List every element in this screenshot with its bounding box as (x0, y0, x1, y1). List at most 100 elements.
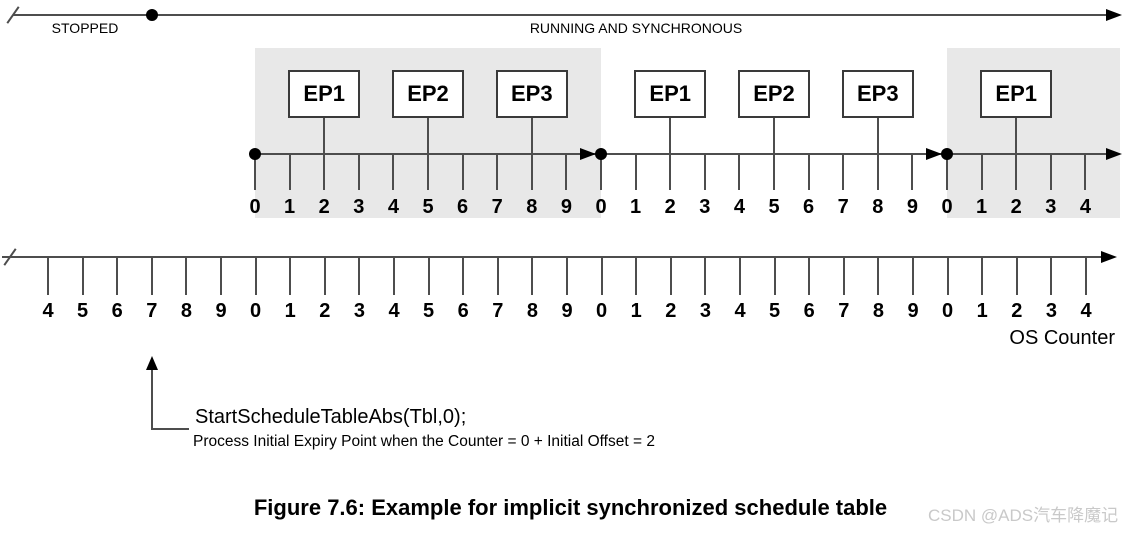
watermark: CSDN @ADS汽车降魔记 (928, 506, 1119, 525)
os-counter-tick-label: 1 (284, 300, 296, 322)
ep-stem (323, 118, 326, 153)
schedule-tick (911, 154, 914, 190)
os-counter-tick-label: 1 (976, 300, 988, 322)
os-counter-tick (393, 257, 395, 295)
annotation-detail: Process Initial Expiry Point when the Co… (193, 433, 655, 450)
running-synchronous-label: RUNNING AND SYNCHRONOUS (529, 20, 743, 36)
os-counter-tick (877, 257, 880, 295)
schedule-tick (703, 154, 706, 190)
status-timeline (13, 14, 1106, 16)
schedule-tick-label: 6 (803, 196, 815, 218)
schedule-tick (530, 154, 533, 190)
os-counter-tick-label: 1 (630, 300, 642, 322)
schedule-tick-label: 1 (284, 196, 296, 218)
schedule-tick (288, 154, 291, 190)
annotation-api-call: StartScheduleTableAbs(Tbl,0); (195, 406, 467, 428)
stopped-label: STOPPED (51, 20, 119, 36)
schedule-tick (323, 154, 326, 190)
schedule-tick-label: 4 (387, 196, 399, 218)
schedule-tick (427, 154, 429, 190)
os-counter-arrow-icon (1101, 251, 1117, 263)
schedule-tick-label: 6 (457, 196, 469, 218)
os-counter-tick-label: 6 (457, 300, 469, 322)
os-counter-tick-label: 4 (42, 300, 54, 322)
ep-box: EP3 (841, 70, 914, 118)
ep-stem (530, 118, 533, 153)
os-counter-tick (358, 257, 361, 295)
os-counter-tick-label: 5 (423, 300, 435, 322)
annotation-pointer-line (150, 428, 189, 430)
cycle-end-arrow-icon (926, 148, 942, 160)
os-counter-tick (531, 257, 534, 295)
ep-stem (669, 118, 672, 153)
os-counter-tick (1085, 257, 1087, 295)
ep-box: EP1 (288, 70, 361, 118)
schedule-tick-label: 5 (768, 196, 780, 218)
schedule-tick-label: 3 (699, 196, 711, 218)
annotation-pointer-line (150, 368, 153, 430)
schedule-tick-label: 1 (630, 196, 642, 218)
os-counter-tick-label: 3 (353, 300, 365, 322)
os-counter-tick-label: 2 (1011, 300, 1023, 322)
os-counter-tick-label: 4 (1080, 300, 1092, 322)
schedule-tick (392, 154, 395, 190)
os-counter-tick (185, 257, 188, 295)
schedule-tick-label: 1 (976, 196, 988, 218)
os-counter-tick-label: 7 (838, 300, 850, 322)
schedule-tick (946, 154, 948, 190)
schedule-tick (357, 154, 360, 190)
schedule-tick (634, 154, 637, 190)
schedule-tick-label: 7 (491, 196, 503, 218)
os-counter-tick (254, 257, 257, 295)
schedule-tick-label: 0 (249, 196, 261, 218)
schedule-tick (254, 154, 256, 190)
os-counter-tick (912, 257, 914, 295)
os-counter-tick-label: 9 (907, 300, 919, 322)
schedule-tick (1015, 154, 1018, 190)
schedule-tick-label: 5 (422, 196, 434, 218)
schedule-tick (807, 154, 810, 190)
schedule-tick (1084, 154, 1087, 190)
os-counter-tick-label: 5 (77, 300, 89, 322)
schedule-tick-label: 2 (1010, 196, 1022, 218)
os-counter-tick-label: 8 (872, 300, 884, 322)
os-counter-tick (739, 257, 741, 295)
os-counter-tick (323, 257, 326, 295)
os-counter-tick (1050, 257, 1053, 295)
schedule-tick-label: 7 (837, 196, 849, 218)
os-counter-tick-label: 6 (111, 300, 123, 322)
os-counter-tick (220, 257, 222, 295)
ep-stem (427, 118, 429, 153)
os-counter-tick-label: 2 (319, 300, 331, 322)
schedule-tick (1049, 154, 1052, 190)
schedule-tick (461, 154, 464, 190)
schedule-tick (669, 154, 672, 190)
schedule-tick (738, 154, 741, 190)
os-counter-tick (773, 257, 776, 295)
ep-stem (1015, 118, 1018, 153)
ep-stem (876, 118, 879, 153)
schedule-tick-label: 9 (906, 196, 918, 218)
ep-box: EP1 (634, 70, 707, 118)
os-counter-tick (81, 257, 84, 295)
os-counter-timeline (2, 256, 1101, 258)
ep-box: EP1 (980, 70, 1053, 118)
cycle-start-dot (941, 148, 953, 160)
os-counter-tick (496, 257, 499, 295)
os-counter-tick (808, 257, 811, 295)
annotation-up-arrow-icon (145, 356, 158, 370)
schedule-tick (600, 154, 602, 190)
os-counter-tick-label: 7 (146, 300, 158, 322)
os-counter-tick-label: 0 (250, 300, 262, 322)
os-counter-tick (1015, 257, 1018, 295)
os-counter-tick (981, 257, 984, 295)
schedule-tick-label: 4 (1079, 196, 1091, 218)
os-counter-tick-label: 8 (180, 300, 192, 322)
schedule-tick-label: 2 (318, 196, 330, 218)
cycle-end-arrow-icon (580, 148, 596, 160)
schedule-tick (773, 154, 775, 190)
schedule-tick (980, 154, 983, 190)
os-counter-tick-label: 8 (526, 300, 538, 322)
os-counter-tick-label: 3 (1045, 300, 1057, 322)
